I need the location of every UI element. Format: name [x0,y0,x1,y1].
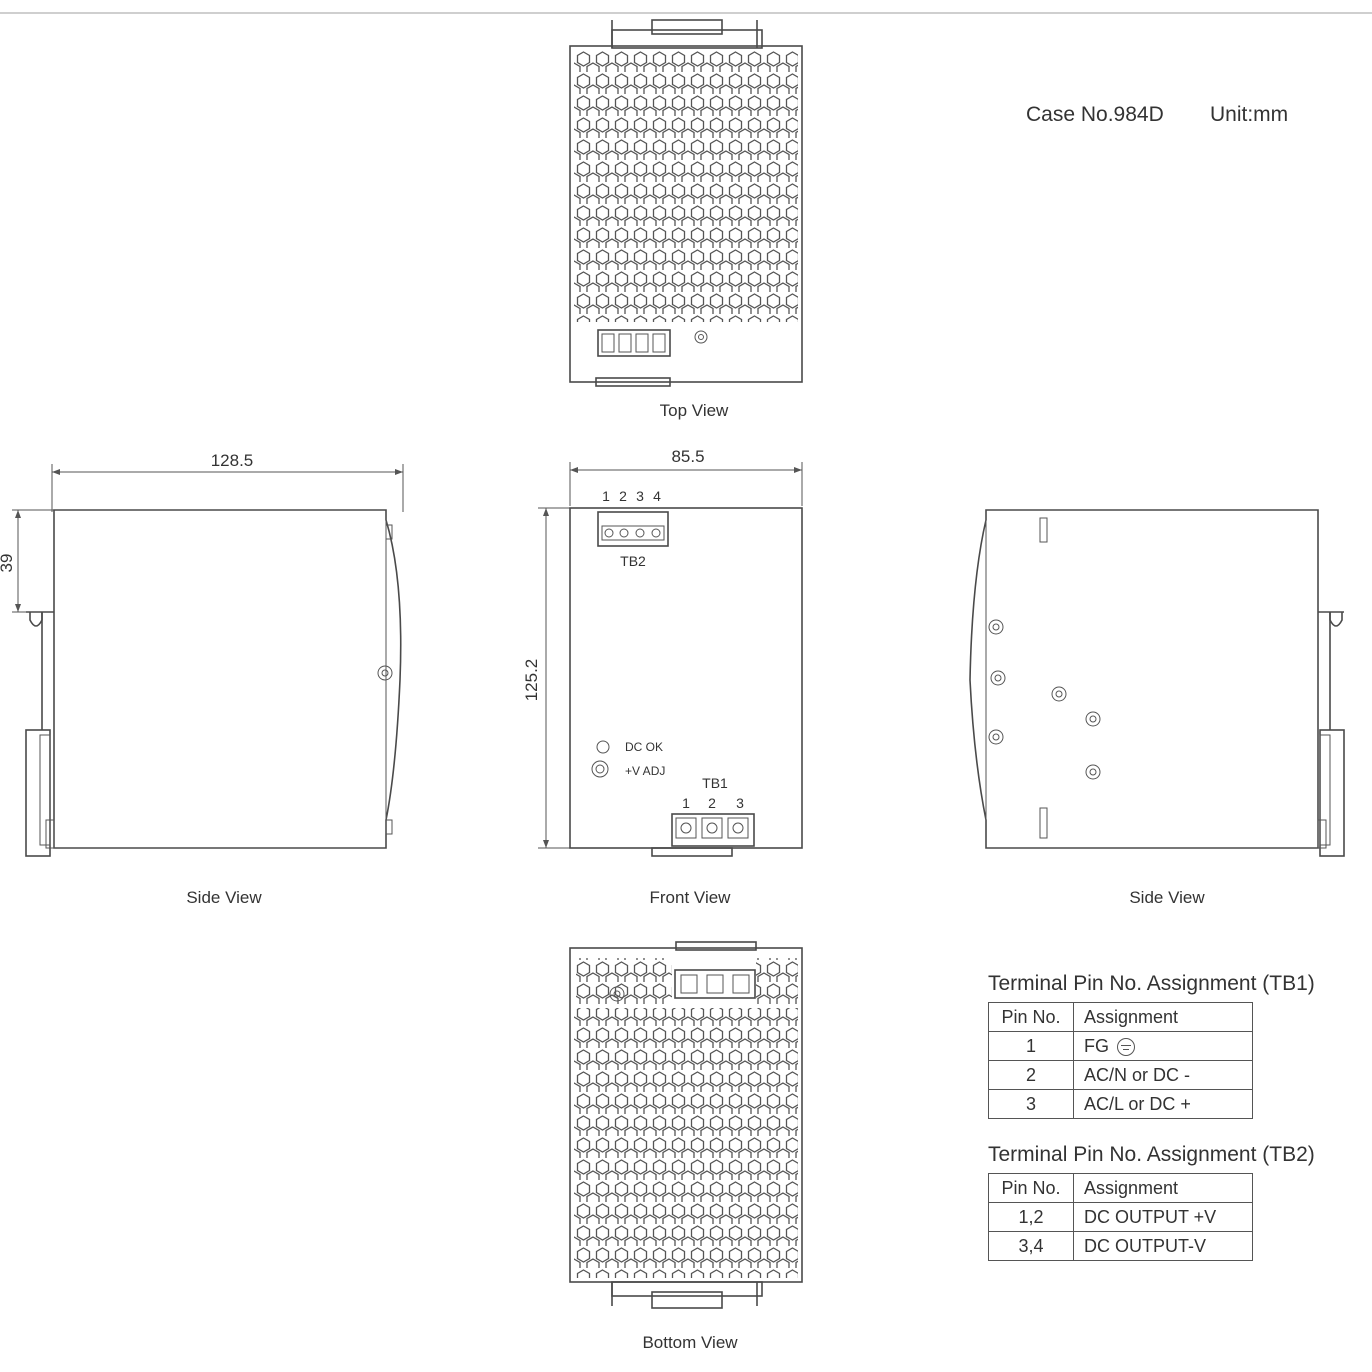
tb2-terminal [597,511,669,547]
tb1-terminal [671,813,755,847]
front-view-label: Front View [650,888,732,907]
width-dimension: 85.5 [671,447,704,466]
case-number: Case No.984D [1026,103,1164,126]
assignment-header: Assignment [1073,1173,1253,1203]
top-view: Top View [569,19,803,420]
dc-ok-label: DC OK [625,740,663,754]
bottom-view: Bottom View [569,941,803,1352]
tb2-pin-2: 2 [619,488,627,504]
tb1-pin-2: 2 [708,795,716,811]
pin-number: 1 [988,1031,1074,1061]
tb1-pin-table: Pin No. Assignment 1 FG 2 AC/N or DC - 3… [988,1002,1253,1119]
table-row: 3 AC/L or DC + [988,1089,1253,1119]
pin-number: 1,2 [988,1202,1074,1232]
tb1-table-title: Terminal Pin No. Assignment (TB1) [988,972,1315,995]
depth-dimension: 128.5 [211,451,254,470]
pin-assignment: AC/L or DC + [1073,1089,1253,1119]
pin-assignment: DC OUTPUT-V [1073,1231,1253,1261]
tb2-table-title: Terminal Pin No. Assignment (TB2) [988,1143,1315,1166]
unit-label: Unit:mm [1210,103,1288,126]
v-adj-potentiometer-icon [591,760,609,778]
tb2-pin-3: 3 [636,488,644,504]
pin-assignment: FG [1073,1031,1253,1061]
tb1-label: TB1 [702,775,728,791]
right-side-view: Side View [969,509,1345,907]
pin-assignment: AC/N or DC - [1073,1060,1253,1090]
table-row: 3,4 DC OUTPUT-V [988,1231,1253,1261]
table-row: 1,2 DC OUTPUT +V [988,1202,1253,1232]
tb1-pin-1: 1 [682,795,690,811]
table-row: 2 AC/N or DC - [988,1060,1253,1090]
bottom-view-label: Bottom View [642,1333,738,1352]
pin-assignment-text: FG [1084,1035,1109,1056]
earth-ground-icon [1117,1037,1135,1056]
dc-ok-led-icon [596,740,610,754]
pin-number: 2 [988,1060,1074,1090]
table-row: 1 FG [988,1031,1253,1061]
table-header-row: Pin No. Assignment [988,1173,1253,1203]
top-view-label: Top View [660,401,729,420]
rail-offset-dimension: 39 [0,554,16,573]
tb1-pin-3: 3 [736,795,744,811]
pin-number: 3,4 [988,1231,1074,1261]
assignment-header: Assignment [1073,1002,1253,1032]
pin-no-header: Pin No. [988,1002,1074,1032]
tb2-pin-1: 1 [602,488,610,504]
pin-no-header: Pin No. [988,1173,1074,1203]
left-side-view-label: Side View [186,888,262,907]
tb2-label: TB2 [620,553,646,569]
left-side-view: 128.5 39 Side View [0,451,404,907]
tb2-pin-4: 4 [653,488,661,504]
front-view: 85.5 125.2 1 2 3 4 TB2 DC OK +V ADJ TB1 … [522,447,803,907]
pin-assignment: DC OUTPUT +V [1073,1202,1253,1232]
v-adj-label: +V ADJ [625,764,665,778]
right-side-view-label: Side View [1129,888,1205,907]
tb2-pin-table: Pin No. Assignment 1,2 DC OUTPUT +V 3,4 … [988,1173,1253,1261]
height-dimension: 125.2 [522,659,541,702]
pin-number: 3 [988,1089,1074,1119]
table-header-row: Pin No. Assignment [988,1002,1253,1032]
